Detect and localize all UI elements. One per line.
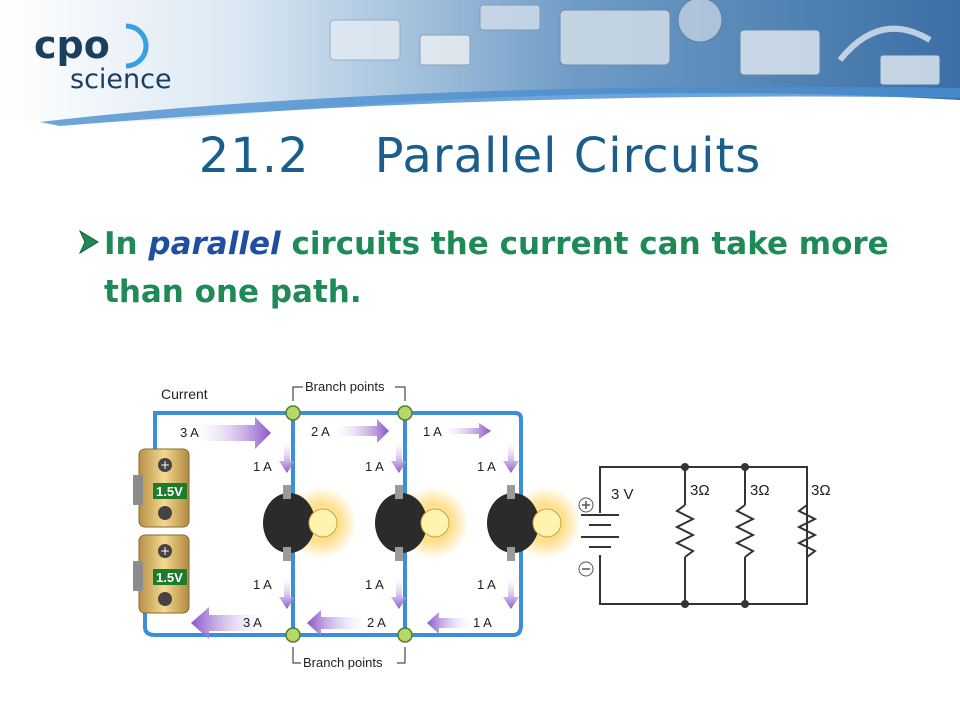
bulb-icon	[487, 485, 581, 561]
schematic-nodes	[681, 463, 749, 608]
resistor-label: 3Ω	[811, 482, 831, 499]
battery-label: 1.5V	[156, 484, 183, 499]
branch-points-bottom-label: Branch points	[303, 655, 383, 670]
bottom-current-arrows: 3 A 2 A 1 A	[191, 607, 492, 639]
battery-stack: + 1.5V + 1.5V	[133, 448, 190, 614]
top-current-label: 3 A	[180, 425, 199, 440]
source-voltage-label: 3 V	[611, 486, 634, 503]
branch-point-nodes	[285, 405, 413, 643]
branch-current-label: 1 A	[253, 459, 272, 474]
branch-current-label: 1 A	[477, 577, 496, 592]
bottom-current-label: 3 A	[243, 615, 262, 630]
bulb-icon	[263, 485, 357, 561]
branch-points-top-label: Branch points	[305, 379, 385, 394]
svg-text:+: +	[160, 544, 170, 558]
minus-icon	[578, 561, 594, 577]
current-label: Current	[161, 386, 208, 402]
circuit-schematic	[581, 466, 818, 605]
bulb-icon	[375, 485, 469, 561]
bottom-current-label: 1 A	[473, 615, 492, 630]
resistor-label: 3Ω	[690, 482, 710, 499]
top-current-label: 2 A	[311, 424, 330, 439]
plus-icon	[578, 497, 594, 513]
branch-current-label: 1 A	[477, 459, 496, 474]
slide-title: 21.2 Parallel Circuits	[0, 128, 960, 184]
light-bulbs	[263, 485, 581, 561]
resistor-label: 3Ω	[750, 482, 770, 499]
branch-current-label: 1 A	[253, 577, 272, 592]
branch-current-arrows: 1 A 1 A 1 A 1 A 1 A 1 A	[253, 441, 519, 609]
bullet-point: In parallel circuits the current can tak…	[78, 220, 908, 316]
logo-brand-top: cpo	[34, 23, 110, 67]
slide-title-text: Parallel Circuits	[374, 128, 762, 184]
branch-current-label: 1 A	[365, 577, 384, 592]
bullet-emphasis: parallel	[148, 226, 281, 262]
header-banner	[0, 0, 960, 126]
top-current-label: 1 A	[423, 424, 442, 439]
arrow-bullet-icon	[78, 229, 99, 255]
slide-number: 21.2	[198, 128, 310, 184]
svg-text:+: +	[160, 458, 170, 472]
branch-current-label: 1 A	[365, 459, 384, 474]
bullet-suffix: circuits the current can take more than …	[104, 226, 889, 310]
battery-label: 1.5V	[156, 570, 183, 585]
top-current-arrows: 3 A 2 A 1 A	[180, 417, 491, 449]
bottom-current-label: 2 A	[367, 615, 386, 630]
parallel-circuit-figure: Current Branch points Branch points 3 A …	[133, 379, 831, 670]
bullet-text: In parallel circuits the current can tak…	[104, 220, 908, 316]
lab-equipment-collage	[329, 0, 941, 86]
cpo-science-logo: cpo science	[34, 23, 172, 95]
bullet-prefix: In	[104, 226, 138, 262]
logo-brand-bottom: science	[70, 64, 172, 95]
